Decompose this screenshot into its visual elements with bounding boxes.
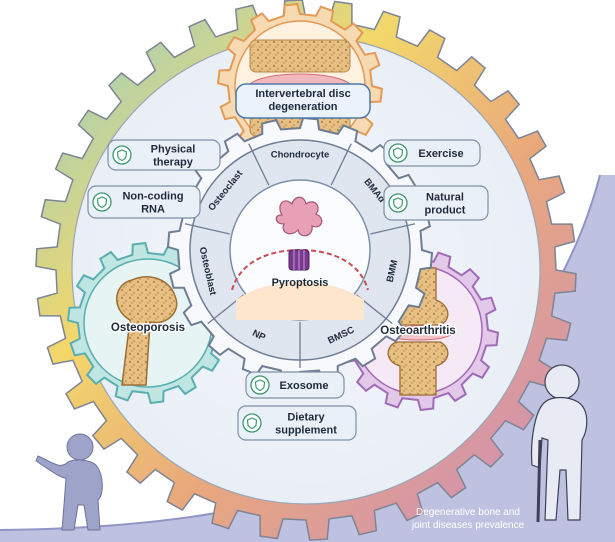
shield-icon xyxy=(254,379,266,392)
prevalence-caption-line: joint diseases prevalence xyxy=(411,520,525,531)
therapy-label-line: Physical xyxy=(151,144,196,156)
prevalence-caption-line: Degenerative bone and xyxy=(416,507,520,518)
shield-badge xyxy=(242,413,262,433)
segment-divider xyxy=(184,223,230,235)
shield-icon xyxy=(96,196,108,209)
therapy-chip-box xyxy=(237,405,357,441)
pyroptosis-label: Pyroptosis xyxy=(272,277,329,289)
therapy-label-line: Natural xyxy=(426,192,464,204)
segment-chondrocyte: Chondrocyte xyxy=(271,150,330,161)
therapy-label-line: supplement xyxy=(275,425,337,437)
therapy-label-line: Exosome xyxy=(280,380,329,392)
shield-badge xyxy=(388,143,408,163)
pyroptosis-core xyxy=(229,179,371,321)
therapy-label-line: Dietary xyxy=(287,412,325,424)
therapy-chip: Exercise xyxy=(383,139,481,167)
shield-icon xyxy=(392,147,404,160)
child-silhouette xyxy=(35,433,103,531)
osteoporosis-label: Osteoporosis xyxy=(111,322,185,334)
shield-badge xyxy=(112,145,132,165)
segment-divider xyxy=(330,143,352,186)
osteoarthritis-label: Osteoarthritis xyxy=(380,325,455,337)
therapy-chip-box xyxy=(107,139,221,171)
therapy-chip-box xyxy=(383,185,489,221)
shield-badge xyxy=(250,375,270,395)
shield-badge xyxy=(388,193,408,213)
therapy-label-line: RNA xyxy=(141,204,165,216)
segment-bmm: BMM xyxy=(385,259,401,284)
shield-icon xyxy=(392,197,404,210)
therapy-label: Exercise xyxy=(418,148,463,160)
therapy-chip-box xyxy=(87,185,201,219)
segment-divider xyxy=(370,223,416,235)
shield-icon xyxy=(246,417,258,430)
ivd-label-line: Intervertebral disc xyxy=(255,88,350,100)
therapy-label-line: therapy xyxy=(153,157,194,169)
therapy-chip-box xyxy=(383,139,481,167)
segment-divider xyxy=(248,143,270,186)
therapy-label-line: Exercise xyxy=(418,148,463,160)
therapy-chip-box xyxy=(245,371,345,399)
segment-np: NP xyxy=(250,328,267,344)
shield-icon xyxy=(116,149,128,162)
therapy-label-line: Non-coding xyxy=(122,191,183,203)
ivd-label-line: degeneration xyxy=(268,101,337,113)
therapy-label-line: product xyxy=(425,205,466,217)
shield-badge xyxy=(92,192,112,212)
therapy-label: Exosome xyxy=(280,380,329,392)
therapy-chip: Exosome xyxy=(245,371,345,399)
elderly-silhouette xyxy=(530,364,588,523)
prevalence-caption: Degenerative bone and joint diseases prev… xyxy=(411,507,525,531)
